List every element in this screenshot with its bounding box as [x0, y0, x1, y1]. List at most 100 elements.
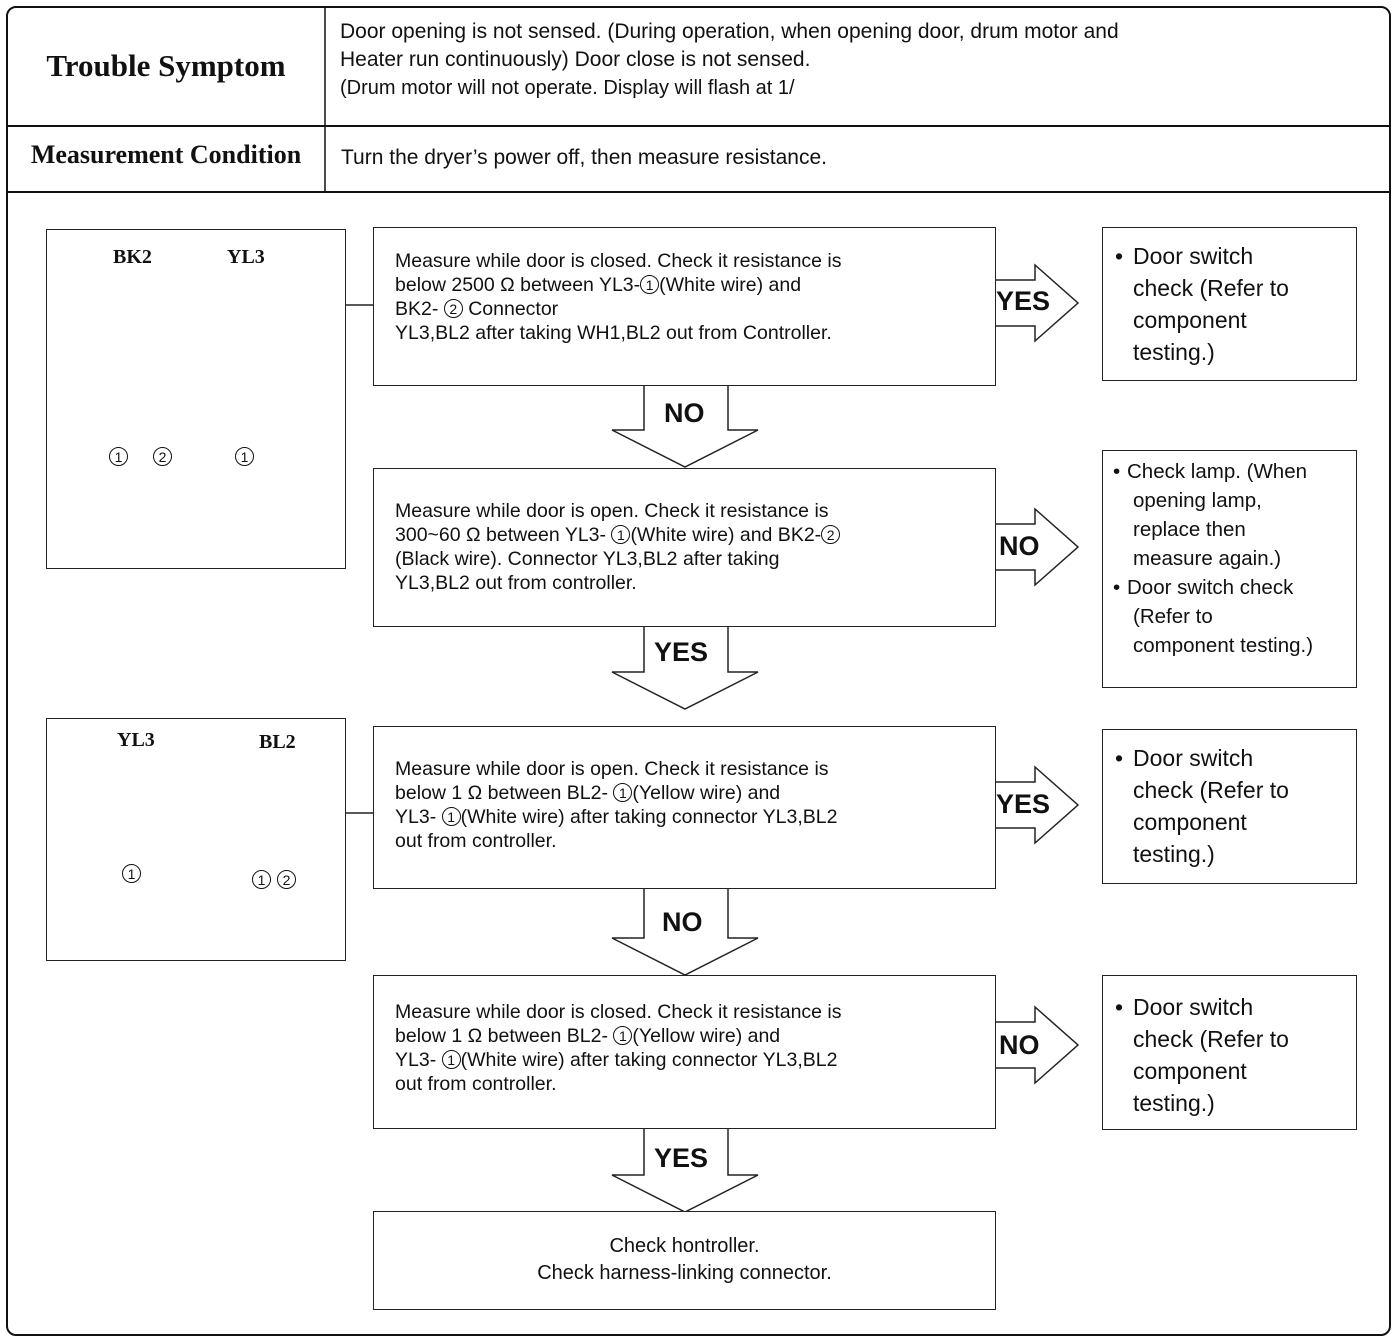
result-line: Door switch [1103, 742, 1253, 774]
step-line: Measure while door is closed. Check it r… [395, 250, 842, 272]
step-box-3: Measure while door is open. Check it res… [373, 726, 996, 889]
text-span: (Yellow wire) and [632, 782, 781, 804]
arrow-down-1 [611, 385, 759, 468]
result-line: check (Refer to [1133, 777, 1289, 803]
step-4-text: Measure while door is closed. Check it r… [395, 1000, 842, 1096]
yes-label: YES [996, 789, 1051, 819]
text-span: YL3- [395, 1049, 442, 1071]
result-3-cont: check (Refer to component testing.) [1133, 774, 1289, 870]
pin-number: 1 [252, 870, 271, 889]
pin-number: 1 [640, 275, 660, 294]
symptom-line: (Drum motor will not operate. Display wi… [340, 77, 795, 99]
result-line: Door switch [1103, 991, 1253, 1023]
pin-number: 1 [613, 1026, 633, 1045]
text-span: 300~60 Ω between YL3- [395, 524, 612, 546]
connector-label-bk2: BK2 [113, 246, 152, 268]
step-1-text: Measure while door is closed. Check it r… [395, 249, 842, 345]
step-line: Measure while door is open. Check it res… [395, 758, 829, 780]
text-span: BK2- [395, 298, 439, 320]
no-label: NO [999, 531, 1040, 561]
measurement-condition-text: Turn the dryer’s power off, then measure… [341, 146, 827, 169]
figure-box-1: BK2 YL3 1 2 1 [46, 229, 346, 569]
result-line: opening lamp, [1133, 489, 1262, 512]
right-arrows [995, 263, 1080, 1085]
result-line: testing.) [1133, 841, 1215, 867]
trouble-symptom-text: Door opening is not sensed. (During oper… [340, 18, 1385, 102]
result-2-text-b: Door switch check [1103, 573, 1293, 602]
text-span: below 2500 Ω between YL3- [395, 274, 641, 296]
result-1-cont: check (Refer to component testing.) [1133, 272, 1289, 368]
step-line: YL3- 1(White wire) after taking connecto… [395, 805, 837, 829]
arrow-no-2 [995, 507, 1080, 587]
step-line: (Black wire). Connector YL3,BL2 after ta… [395, 548, 780, 570]
step-line: YL3- 1(White wire) after taking connecto… [395, 1048, 842, 1072]
step-line: out from controller. [395, 1073, 557, 1095]
connector-label-yl3: YL3 [227, 246, 265, 268]
step-box-1: Measure while door is closed. Check it r… [373, 227, 996, 386]
step-2-text: Measure while door is open. Check it res… [395, 499, 841, 595]
pin-number: 1 [109, 447, 128, 466]
yes-label: YES [654, 637, 709, 667]
pin-number: 1 [441, 807, 461, 826]
symptom-line: Door opening is not sensed. (During oper… [340, 20, 1119, 43]
pin-number: 2 [821, 525, 841, 544]
result-line: component testing.) [1133, 634, 1314, 657]
pin-number: 1 [441, 1050, 461, 1069]
step-line: 300~60 Ω between YL3- 1(White wire) and … [395, 523, 841, 547]
step-line: below 2500 Ω between YL3-1(White wire) a… [395, 273, 842, 297]
step-box-4: Measure while door is closed. Check it r… [373, 975, 996, 1129]
text-span: Connector [462, 298, 559, 320]
result-box-2: Check lamp. (When opening lamp, replace … [1102, 450, 1357, 688]
symptom-line: Heater run continuously) Door close is n… [340, 48, 811, 71]
text-span: (White wire) after taking connector YL3,… [460, 1049, 838, 1071]
step-line: below 1 Ω between BL2- 1(Yellow wire) an… [395, 781, 837, 805]
result-line: Check lamp. (When [1103, 457, 1307, 486]
result-line: component [1133, 1058, 1247, 1084]
final-box: Check hontroller. Check harness-linking … [373, 1211, 996, 1310]
result-line: component [1133, 307, 1247, 333]
result-line: component [1133, 809, 1247, 835]
result-1-text: Door switch [1103, 240, 1253, 272]
final-line: Check hontroller. [609, 1235, 760, 1257]
connector-label-yl3: YL3 [117, 729, 155, 751]
no-label: NO [999, 1030, 1040, 1060]
final-line: Check harness-linking connector. [537, 1262, 832, 1284]
result-2-text: Check lamp. (When [1103, 457, 1307, 486]
connector-label-bl2: BL2 [259, 731, 296, 753]
result-4-cont: check (Refer to component testing.) [1133, 1023, 1289, 1119]
pin-number: 2 [153, 447, 172, 466]
result-line: Door switch [1103, 240, 1253, 272]
arrow-no-4 [995, 1005, 1080, 1085]
result-box-1: Door switch check (Refer to component te… [1102, 227, 1357, 381]
result-4-text: Door switch [1103, 991, 1253, 1023]
step-line: YL3,BL2 after taking WH1,BL2 out from Co… [395, 322, 832, 344]
yes-label: YES [654, 1143, 709, 1173]
result-box-4: Door switch check (Refer to component te… [1102, 975, 1357, 1130]
step-line: Measure while door is open. Check it res… [395, 500, 829, 522]
pin-number: 1 [611, 525, 631, 544]
result-line: check (Refer to [1133, 1026, 1289, 1052]
result-2-cont-b: (Refer to component testing.) [1133, 602, 1313, 660]
result-line: replace then [1133, 518, 1246, 541]
text-span: (White wire) and BK2- [630, 524, 822, 546]
text-span: below 1 Ω between BL2- [395, 782, 614, 804]
arrow-down-2 [611, 626, 759, 710]
result-3-text: Door switch [1103, 742, 1253, 774]
pin-number: 1 [613, 783, 633, 802]
result-line: check (Refer to [1133, 275, 1289, 301]
yes-label: YES [996, 286, 1051, 316]
pin-number: 2 [443, 299, 463, 318]
pin-number: 1 [122, 864, 141, 883]
step-line: YL3,BL2 out from controller. [395, 572, 637, 594]
pin-number: 2 [277, 870, 296, 889]
text-span: (Yellow wire) and [632, 1025, 781, 1047]
step-line: out from controller. [395, 830, 557, 852]
figure-box-2: YL3 BL2 1 1 2 [46, 718, 346, 961]
no-label: NO [664, 398, 705, 428]
result-box-3: Door switch check (Refer to component te… [1102, 729, 1357, 884]
text-span: YL3- [395, 806, 442, 828]
result-line: testing.) [1133, 339, 1215, 365]
trouble-symptom-label: Trouble Symptom [46, 48, 286, 83]
step-box-2: Measure while door is open. Check it res… [373, 468, 996, 627]
text-span: below 1 Ω between BL2- [395, 1025, 614, 1047]
